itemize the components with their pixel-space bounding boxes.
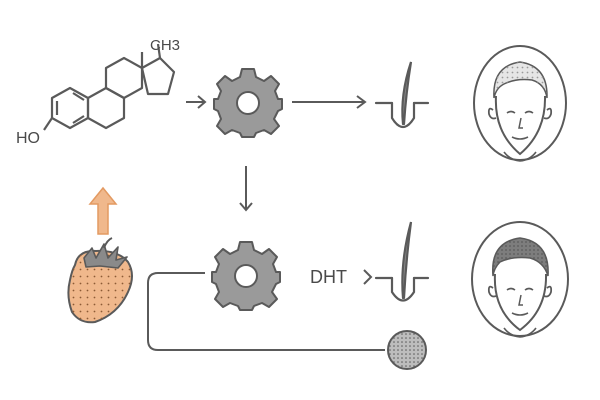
- hair-follicle-icon-bottom: [374, 221, 430, 302]
- hair-follicle-icon: [374, 61, 430, 129]
- arrow-to-enzyme: [186, 95, 207, 109]
- arrow-to-follicle-top: [292, 95, 367, 109]
- up-arrow-icon: [88, 186, 118, 235]
- strawberry-icon: [67, 237, 133, 324]
- gear-icon: [213, 68, 283, 138]
- arrow-to-follicle-bottom: [363, 269, 373, 285]
- connector-loop: [147, 272, 385, 351]
- gear-icon-bottom: [211, 241, 281, 311]
- methyl-label: CH3: [150, 37, 180, 54]
- head-icon-bottom: [471, 221, 569, 338]
- dht-label: DHT: [310, 267, 347, 287]
- arrow-down: [239, 166, 253, 212]
- hydroxyl-label: HO: [16, 130, 40, 147]
- steroid-structure-icon: [43, 43, 176, 131]
- head-icon: [473, 45, 567, 162]
- dotted-circle-icon: [387, 330, 427, 370]
